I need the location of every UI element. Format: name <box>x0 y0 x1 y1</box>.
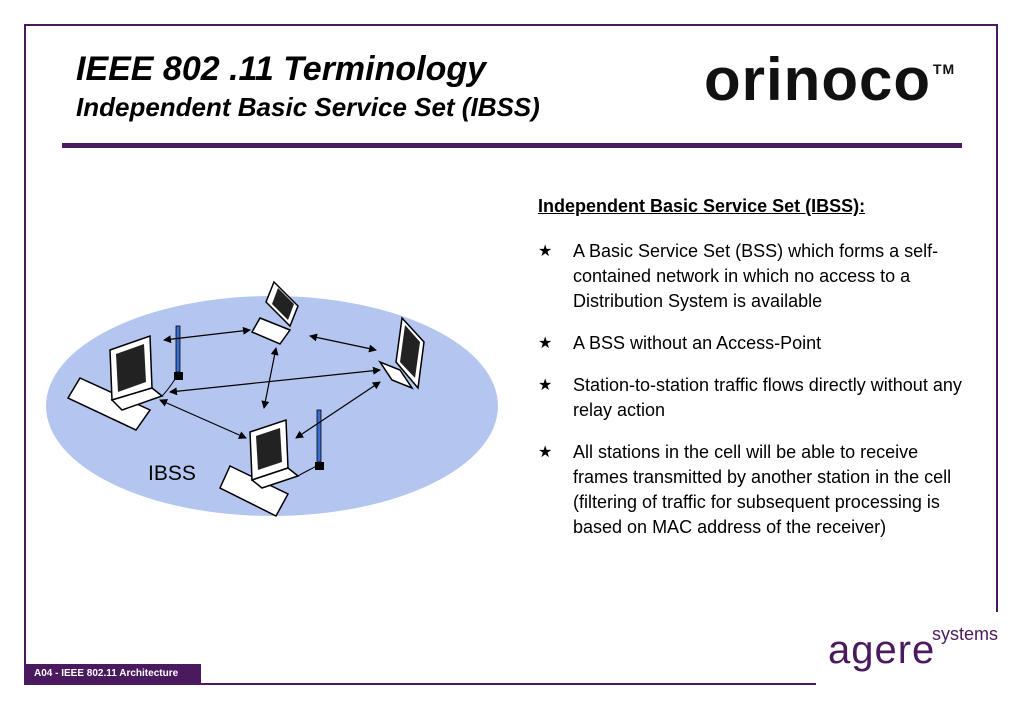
orinoco-logo-text: orinoco <box>704 46 931 113</box>
traffic-arrows <box>159 326 381 439</box>
agere-systems-logo: agere systems <box>828 624 998 673</box>
content-heading: Independent Basic Service Set (IBSS): <box>538 196 866 216</box>
bullet-text: A BSS without an Access-Point <box>573 333 822 353</box>
star-icon: ★ <box>538 243 553 260</box>
frame-gap <box>996 612 1002 692</box>
trademark-mark: TM <box>933 61 956 77</box>
slide-frame-bottom <box>24 683 816 685</box>
bullet-text: All stations in the cell will be able to… <box>573 442 952 537</box>
ibss-diagram: IBSS <box>46 280 498 517</box>
bullet-list: ★ A Basic Service Set (BSS) which forms a… <box>538 239 978 540</box>
laptop-station-right <box>378 316 425 390</box>
agere-logo-word: agere <box>828 628 936 672</box>
title-rule <box>62 143 962 148</box>
content-panel: Independent Basic Service Set (IBSS): ★ A… <box>538 196 978 557</box>
laptop-station-top <box>250 280 299 345</box>
footer-section-tag: A04 - IEEE 802.11 Architecture <box>26 664 201 684</box>
slide-frame <box>24 24 998 684</box>
agere-logo-suffix: systems <box>932 624 999 644</box>
list-item: ★ Station-to-station traffic flows direct… <box>538 373 978 423</box>
list-item: ★ A BSS without an Access-Point <box>538 331 978 356</box>
list-item: ★ All stations in the cell will be able t… <box>538 440 978 540</box>
bullet-text: Station-to-station traffic flows directl… <box>573 375 962 420</box>
slide-title: IEEE 802 .11 Terminology <box>76 50 487 88</box>
star-icon: ★ <box>538 335 553 352</box>
star-icon: ★ <box>538 444 553 461</box>
bullet-text: A Basic Service Set (BSS) which forms a … <box>573 241 939 311</box>
list-item: ★ A Basic Service Set (BSS) which forms a… <box>538 239 978 314</box>
slide-subtitle: Independent Basic Service Set (IBSS) <box>76 92 540 122</box>
ibss-label: IBSS <box>148 462 196 485</box>
desktop-station-bottom <box>219 409 324 517</box>
star-icon: ★ <box>538 377 553 394</box>
